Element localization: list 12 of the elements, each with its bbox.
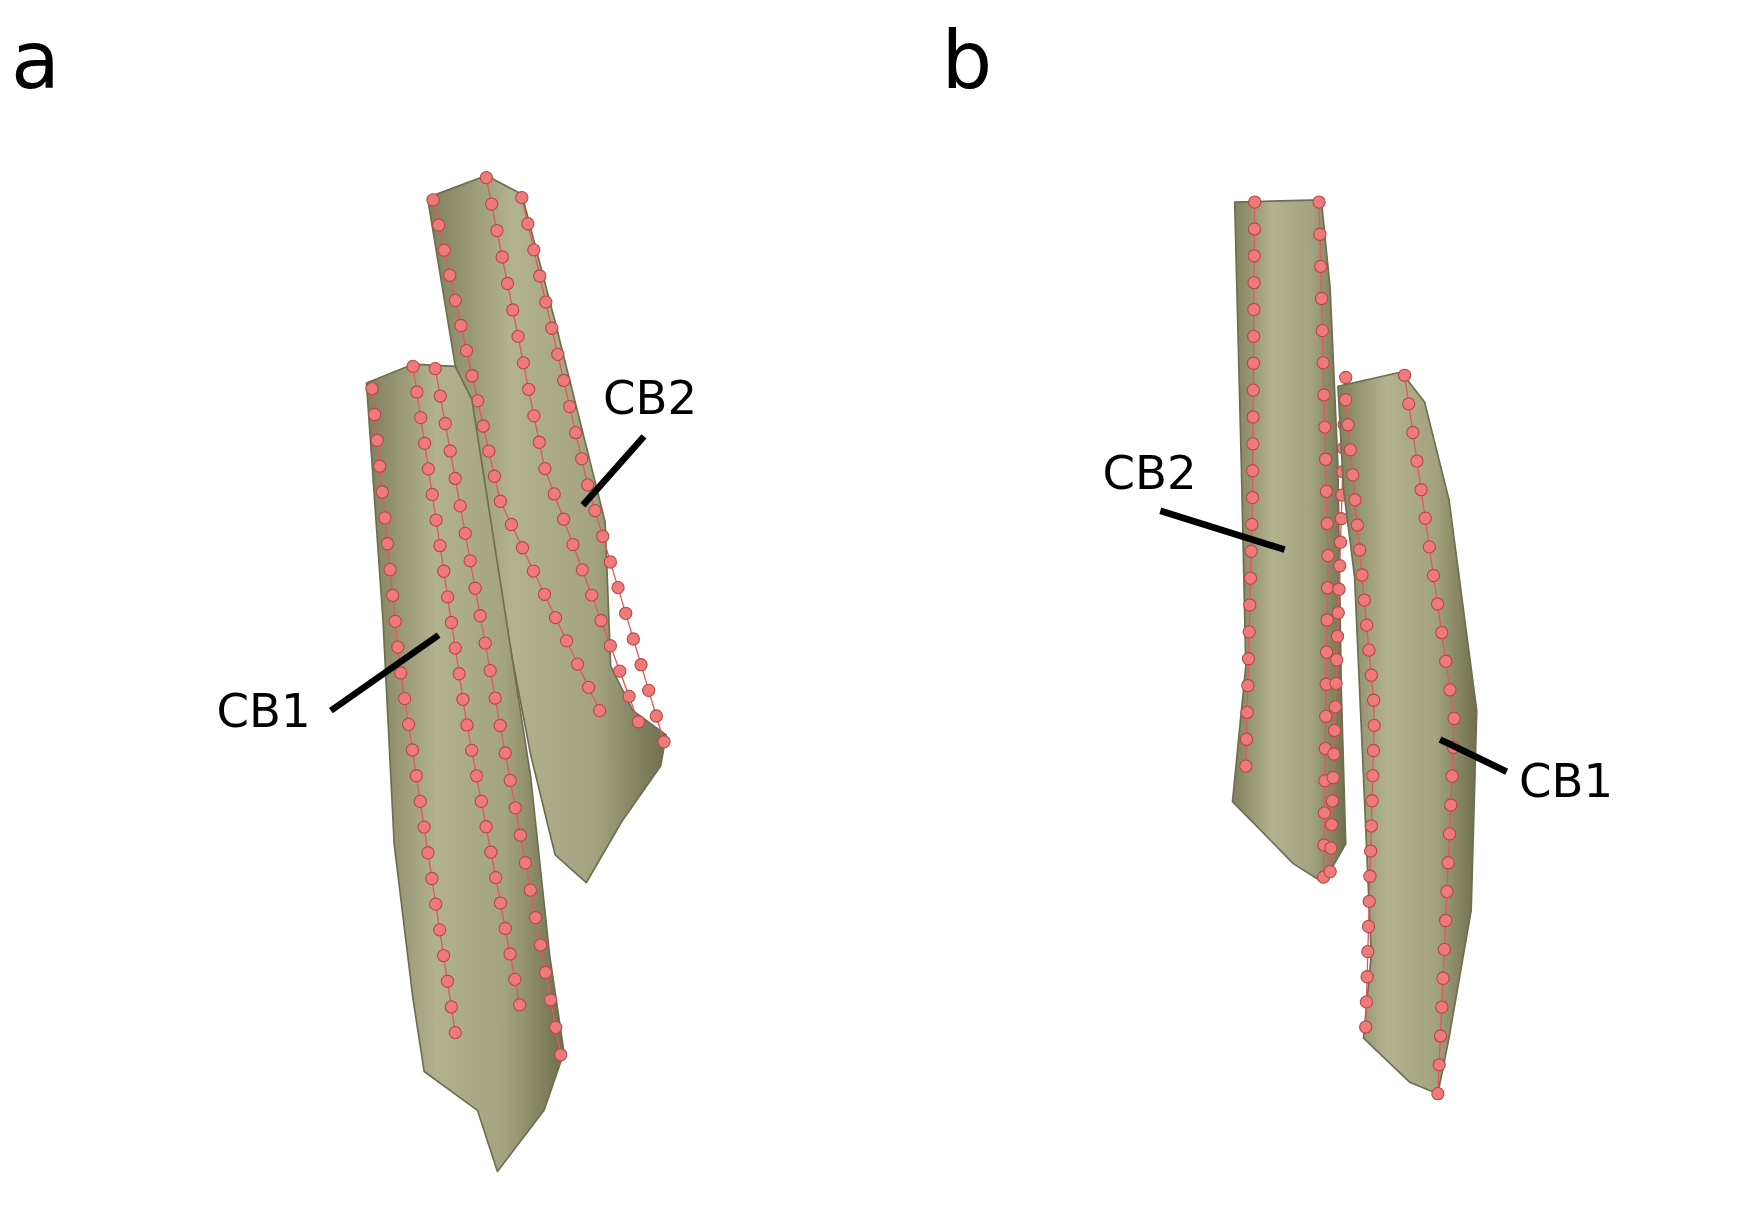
panel-letter: b — [941, 20, 993, 100]
part-label: CB2 — [602, 375, 698, 422]
leader-line — [328, 632, 441, 714]
panel-letter: a — [11, 20, 61, 100]
leader-line — [580, 434, 647, 508]
part-label: CB1 — [1518, 758, 1614, 805]
part-label: CB2 — [1102, 449, 1197, 497]
ceratobranchial-drawing — [1231, 195, 1353, 884]
part-label: CB1 — [216, 688, 311, 736]
ceratobranchial-drawing — [365, 359, 568, 1173]
ceratobranchial-drawing — [1337, 368, 1478, 1101]
leader-line — [1159, 507, 1286, 553]
